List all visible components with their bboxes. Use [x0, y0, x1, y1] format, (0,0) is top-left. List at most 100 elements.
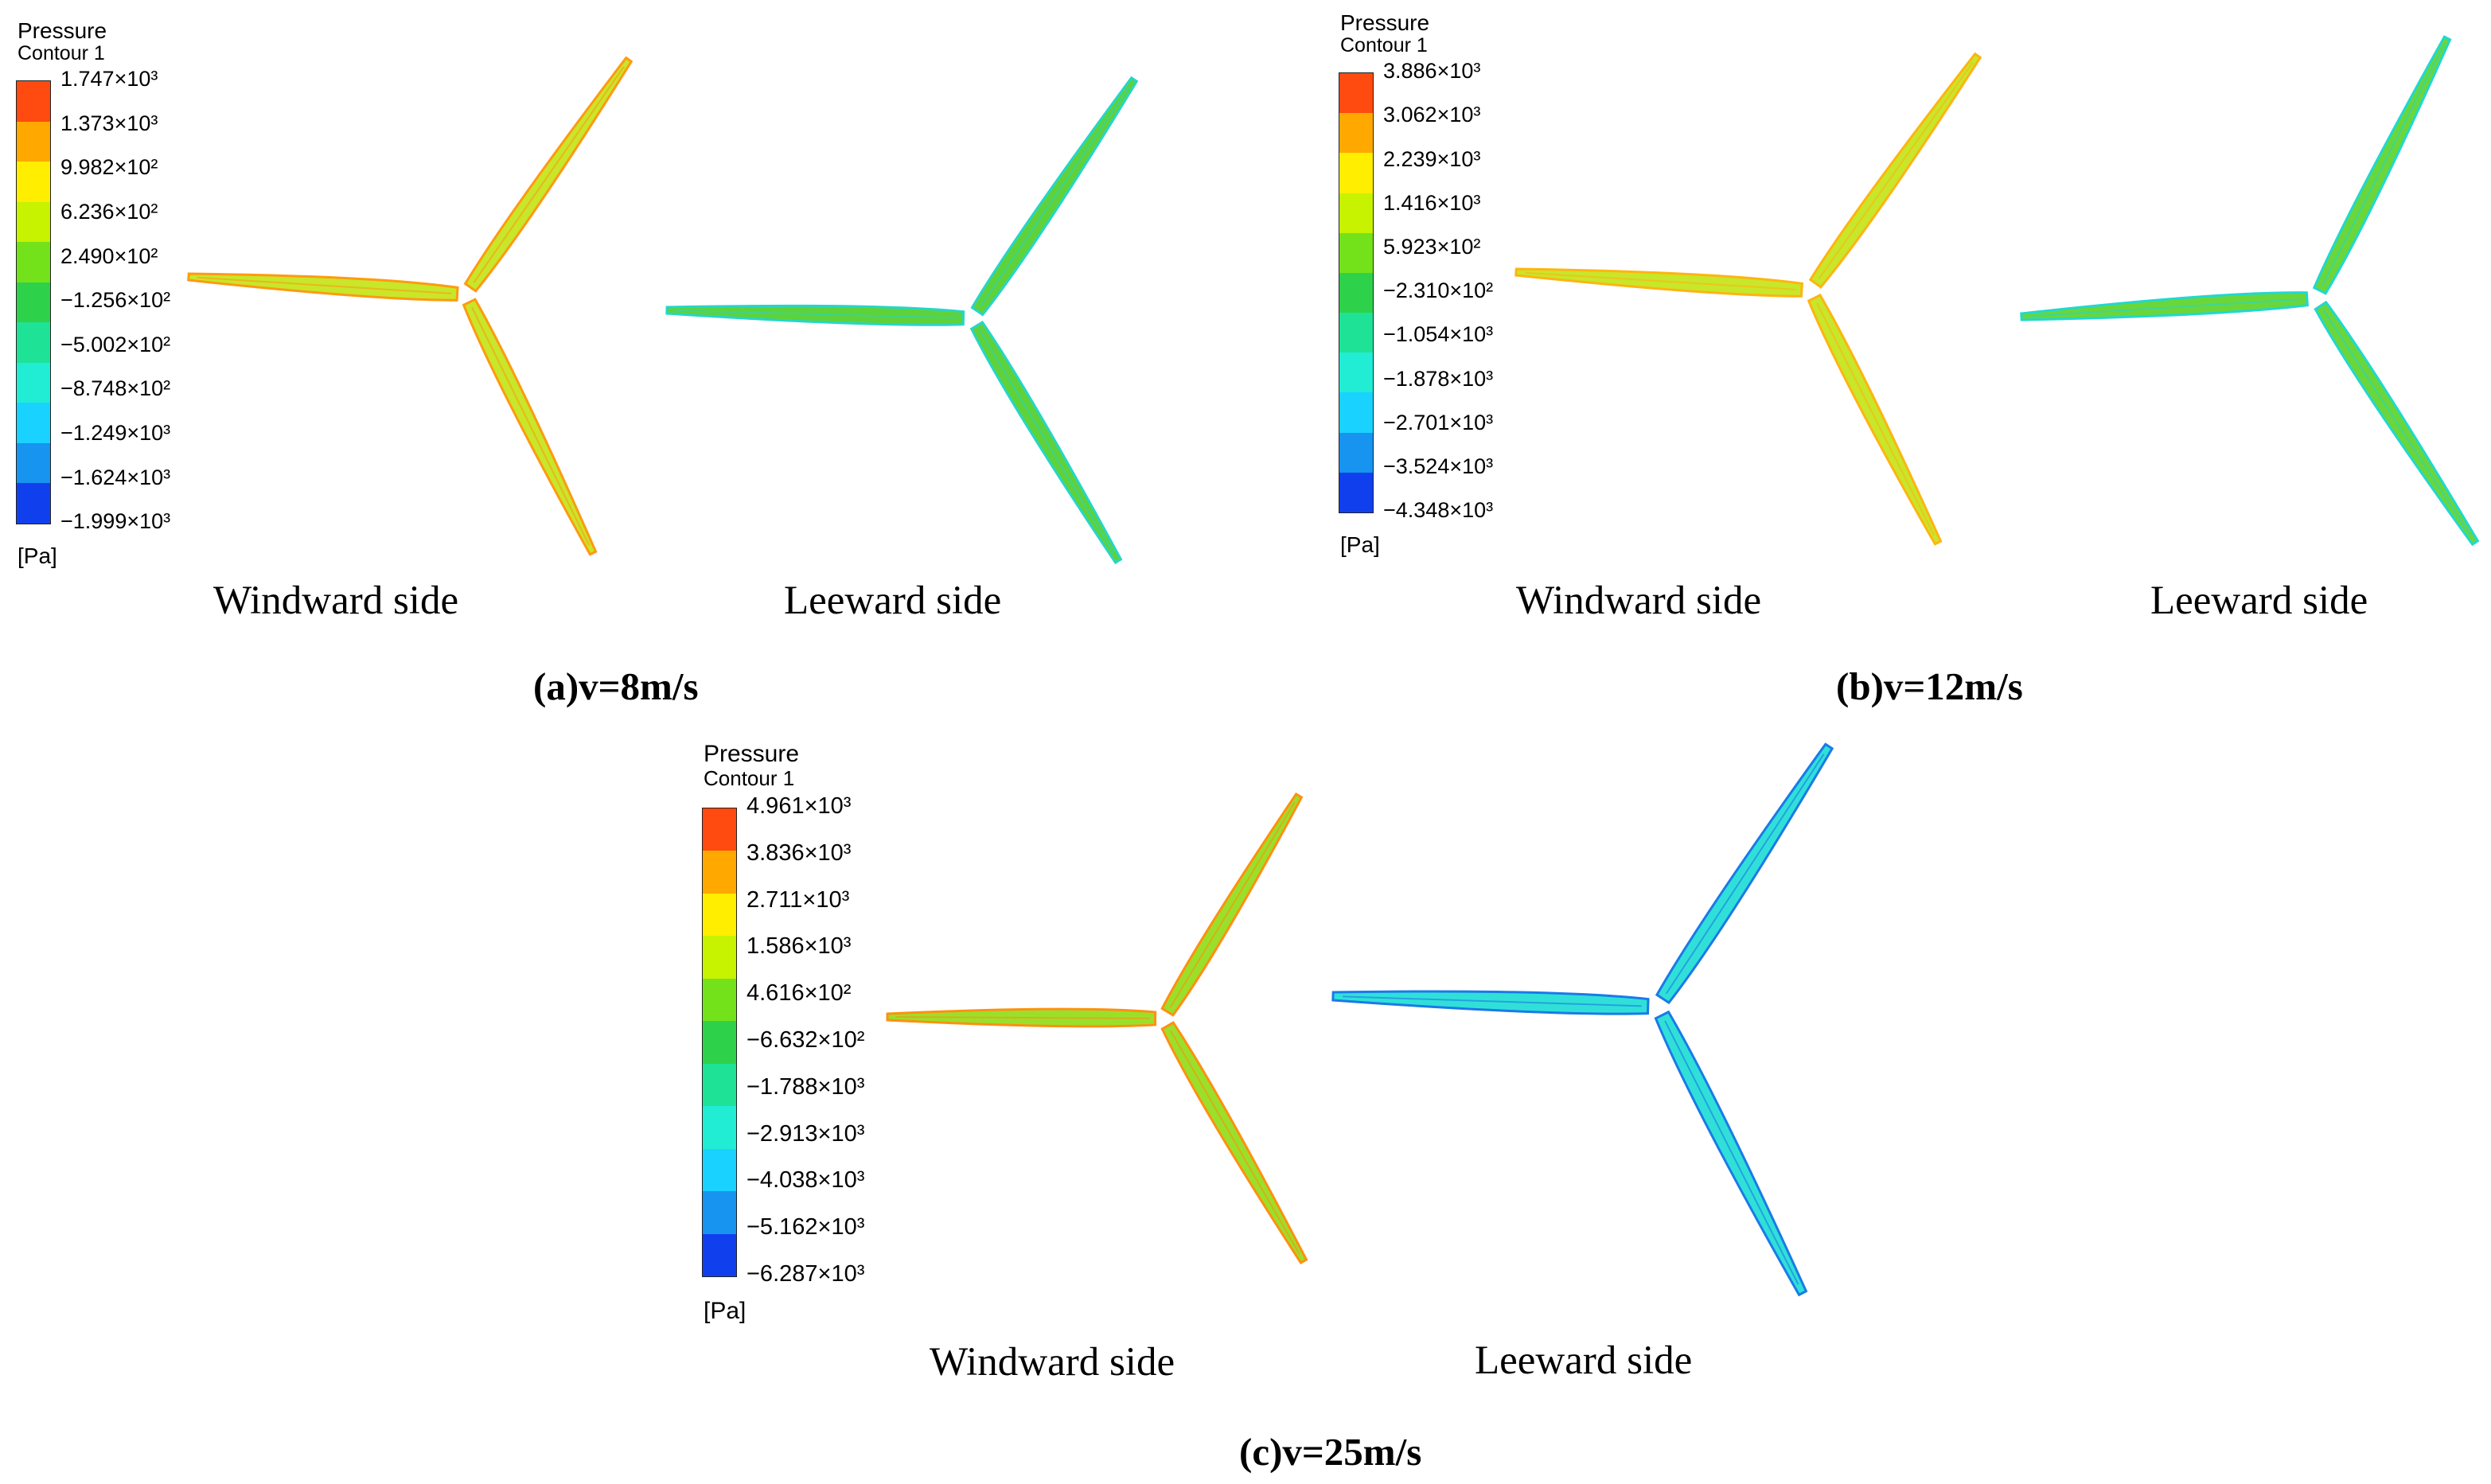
legend-tick-label: −6.287×10³ — [747, 1261, 865, 1287]
blade-edge-line — [1818, 62, 1974, 279]
color-scale-bar-a — [16, 80, 51, 524]
leeward-side-label-a: Leeward side — [784, 578, 1002, 623]
blade-edge-line — [1816, 302, 1935, 536]
caption-a: (a)v=8m/s — [533, 664, 699, 708]
legend-unit-c: [Pa] — [704, 1298, 747, 1324]
legend-swatch — [703, 893, 736, 937]
blade-edge-line — [2323, 310, 2471, 536]
legend-tick-label: 9.982×10² — [60, 155, 158, 180]
legend-swatch — [1339, 432, 1373, 473]
color-scale-bar-b — [1339, 72, 1374, 513]
rotor-windward-a — [187, 56, 633, 556]
legend-tick-label: −2.913×10³ — [747, 1120, 865, 1147]
legend-swatch — [703, 1191, 736, 1235]
legend-tick-label: −4.348×10³ — [1383, 498, 1494, 523]
legend-tick-label: 4.961×10³ — [747, 793, 852, 820]
legend-tick-label: 5.923×10² — [1383, 234, 1481, 259]
legend-swatch — [703, 936, 736, 980]
legend-swatch — [1339, 113, 1373, 154]
legend-swatch — [17, 201, 50, 243]
rotor-hub — [460, 289, 471, 300]
legend-swatch — [17, 81, 50, 123]
rotor-leeward-a — [665, 76, 1139, 565]
rotor-leeward-c — [1331, 742, 1834, 1297]
blade-edge-line — [1169, 1030, 1300, 1255]
panel-b: Pressure Contour 1 [Pa] 3.886×10³ 3.062×1… — [1246, 0, 2491, 716]
legend-title-b: Pressure — [1340, 10, 1430, 35]
legend-tick-label: −6.632×10² — [747, 1027, 865, 1054]
legend-swatch — [703, 1106, 736, 1150]
blade-edge-line — [895, 1016, 1150, 1019]
legend-swatch — [703, 1063, 736, 1107]
rotor-hub — [967, 313, 978, 324]
blade-edge-line — [1664, 1020, 1799, 1285]
caption-c: (c)v=25m/s — [1239, 1430, 1422, 1474]
legend-tick-label: 3.836×10³ — [747, 839, 852, 866]
legend-title-c: Pressure — [704, 741, 800, 767]
legend-swatch — [17, 483, 50, 524]
legend-tick-label: 1.373×10³ — [60, 111, 158, 135]
legend-swatch — [1339, 472, 1373, 513]
legend-tick-label: −4.038×10³ — [747, 1167, 865, 1194]
legend-swatch — [17, 121, 50, 162]
legend-swatch — [1339, 232, 1373, 274]
rotor-hub — [1158, 1013, 1169, 1024]
legend-swatch — [1339, 193, 1373, 234]
legend-tick-label: 1.586×10³ — [747, 933, 852, 960]
rotor-hub — [1805, 285, 1816, 296]
rotor-blade — [1331, 990, 1650, 1015]
legend-swatch — [17, 322, 50, 364]
legend-subtitle-c: Contour 1 — [704, 766, 795, 790]
windward-side-label-b: Windward side — [1516, 578, 1762, 623]
legend-tick-label: 2.711×10³ — [747, 886, 850, 913]
legend-tick-label: 2.490×10² — [60, 243, 158, 268]
legend-tick-label: −1.249×10³ — [60, 420, 171, 445]
color-scale-bar-c — [702, 808, 737, 1277]
legend-tick-label: −1.256×10² — [60, 288, 171, 313]
legend-tick-label: −2.310×10² — [1383, 278, 1494, 303]
legend-subtitle-b: Contour 1 — [1340, 34, 1428, 56]
legend-tick-label: 2.239×10³ — [1383, 146, 1481, 171]
blade-edge-line — [1343, 995, 1642, 1007]
legend-swatch — [1339, 392, 1373, 434]
rotor-blade — [1654, 1010, 1808, 1297]
blade-edge-line — [197, 276, 452, 294]
legend-swatch — [1339, 352, 1373, 393]
legend-tick-label: 3.062×10³ — [1383, 103, 1481, 127]
legend-tick-label: −2.701×10³ — [1383, 410, 1494, 434]
panel-c: Pressure Contour 1 [Pa] 4.961×10³ 3.836×1… — [0, 716, 2491, 1484]
blade-edge-line — [1665, 754, 1825, 995]
rotor-hub — [1652, 1001, 1663, 1012]
legend-swatch — [17, 442, 50, 484]
legend-swatch — [17, 162, 50, 203]
rotor-blade — [2312, 35, 2452, 295]
legend-swatch — [17, 403, 50, 444]
legend-swatch — [1339, 153, 1373, 194]
legend-swatch — [17, 282, 50, 323]
legend-tick-label: 4.616×10² — [747, 980, 852, 1007]
rotor-leeward-b — [2020, 35, 2480, 547]
legend-swatch — [1339, 73, 1373, 114]
legend-tick-label: 3.886×10³ — [1383, 59, 1481, 84]
rotor-windward-b — [1514, 52, 1982, 546]
legend-swatch — [703, 851, 736, 894]
legend-swatch — [17, 242, 50, 283]
legend-swatch — [17, 362, 50, 403]
legend-swatch — [703, 1148, 736, 1192]
legend-tick-label: 1.416×10³ — [1383, 190, 1481, 215]
legend-tick-label: −5.002×10² — [60, 332, 171, 356]
blade-edge-line — [1525, 271, 1796, 290]
blade-edge-line — [471, 306, 591, 546]
legend-tick-label: −5.162×10³ — [747, 1214, 865, 1241]
legend-swatch — [703, 1233, 736, 1277]
rotor-blade — [665, 304, 965, 326]
blade-edge-line — [980, 86, 1130, 307]
windward-side-label-a: Windward side — [213, 578, 459, 623]
legend-unit-b: [Pa] — [1340, 532, 1380, 557]
legend-tick-label: −1.788×10³ — [747, 1073, 865, 1100]
blade-edge-line — [979, 329, 1115, 555]
legend-tick-label: −1.999×10³ — [60, 509, 171, 534]
leeward-side-label-b: Leeward side — [2150, 578, 2368, 623]
caption-b: (b)v=12m/s — [1836, 664, 2023, 708]
